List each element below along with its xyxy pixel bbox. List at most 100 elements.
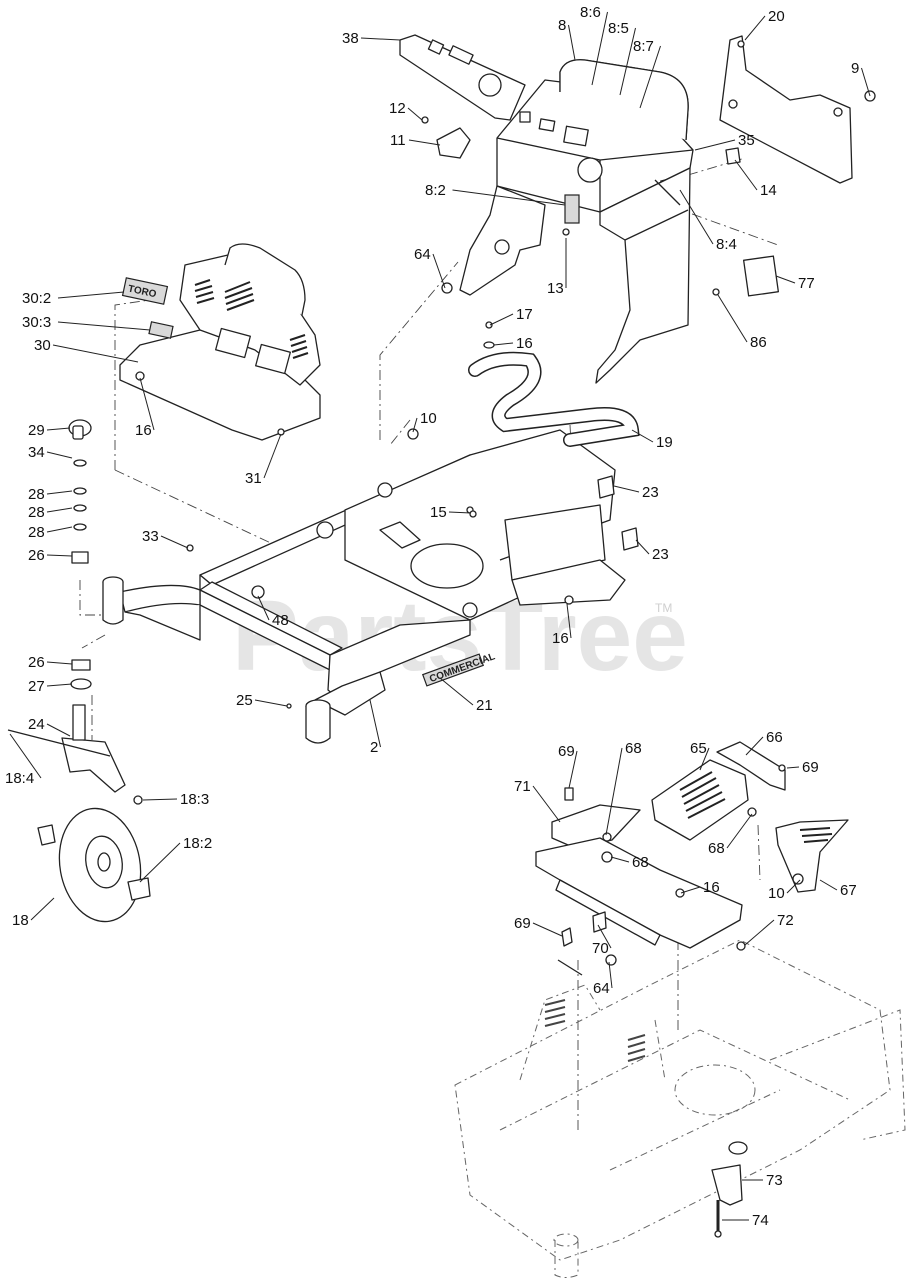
callout-70: 70 <box>592 940 609 957</box>
leader-line <box>263 433 282 479</box>
leader-line <box>142 798 178 801</box>
callout-2: 2 <box>370 739 378 756</box>
main-frame: COMMERCIAL <box>102 429 626 744</box>
watermark-trademark: TM <box>655 601 672 615</box>
callout-77: 77 <box>798 275 815 292</box>
callout-25: 25 <box>236 692 253 709</box>
leader-line <box>448 511 472 514</box>
leader-line <box>46 526 73 533</box>
leader-line <box>439 677 474 706</box>
callout-68: 68 <box>708 840 725 857</box>
callout-8-4: 8:4 <box>716 236 737 253</box>
part-20-bracket <box>719 35 853 184</box>
seat-pan: TORO <box>119 243 321 441</box>
leader-line <box>819 879 838 891</box>
callout-23: 23 <box>652 546 669 563</box>
leader-line <box>591 11 608 86</box>
callout-31: 31 <box>245 470 262 487</box>
leader-line <box>369 699 381 748</box>
callout-8-7: 8:7 <box>633 38 654 55</box>
leader-line <box>734 159 758 191</box>
callout-11: 11 <box>390 132 406 149</box>
leader-line <box>680 886 701 894</box>
callout-30-3: 30:3 <box>22 314 51 331</box>
callout-30-2: 30:2 <box>22 290 51 307</box>
callout-19: 19 <box>656 434 673 451</box>
callout-33: 33 <box>142 528 159 545</box>
callout-72: 72 <box>777 912 794 929</box>
callout-18-4: 18:4 <box>5 770 34 787</box>
leader-line <box>46 683 73 687</box>
leader-line <box>30 897 55 921</box>
callout-68: 68 <box>625 740 642 757</box>
leader-line <box>631 429 654 443</box>
callout-34: 34 <box>28 444 45 461</box>
callout-66: 66 <box>766 729 783 746</box>
leader-line <box>254 699 288 707</box>
callout-67: 67 <box>840 882 857 899</box>
leader-line <box>568 24 576 61</box>
leader-line <box>786 879 801 894</box>
callout-leaders <box>9 11 871 1221</box>
callout-28: 28 <box>28 524 45 541</box>
part-38-decal <box>399 34 526 121</box>
leader-line <box>46 661 73 665</box>
callout-74: 74 <box>752 1212 769 1229</box>
callout-8-2: 8:2 <box>425 182 446 199</box>
callout-64: 64 <box>593 980 610 997</box>
leader-line <box>46 490 73 495</box>
callout-16: 16 <box>552 630 569 647</box>
leader-line <box>619 27 636 96</box>
callout-21: 21 <box>476 697 493 714</box>
leader-line <box>57 291 125 299</box>
callout-69: 69 <box>558 743 575 760</box>
leader-line <box>699 747 710 771</box>
leader-line <box>46 507 73 513</box>
callout-69: 69 <box>802 759 819 776</box>
leader-line <box>610 856 630 863</box>
callout-28: 28 <box>28 504 45 521</box>
callout-35: 35 <box>738 132 755 149</box>
leader-line <box>407 107 423 121</box>
leader-line <box>52 344 139 363</box>
callout-8-5: 8:5 <box>608 20 629 37</box>
leader-line <box>726 813 753 849</box>
callout-8-6: 8:6 <box>580 4 601 21</box>
leader-line <box>257 595 270 621</box>
callout-86: 86 <box>750 334 767 351</box>
callout-26: 26 <box>28 547 45 564</box>
callout-16: 16 <box>135 422 152 439</box>
leader-line <box>46 554 73 557</box>
leader-line <box>139 377 155 431</box>
callout-18: 18 <box>12 912 29 929</box>
callout-69: 69 <box>514 915 531 932</box>
leader-line <box>9 733 42 779</box>
leader-line <box>493 342 514 346</box>
callout-12: 12 <box>389 100 406 117</box>
callout-29: 29 <box>28 422 45 439</box>
leader-line <box>635 539 650 555</box>
callout-17: 17 <box>516 306 533 323</box>
leader-line <box>360 37 401 41</box>
leader-line <box>489 313 514 326</box>
callout-10: 10 <box>420 410 437 427</box>
leader-line <box>566 603 572 639</box>
callout-65: 65 <box>690 740 707 757</box>
callout-30: 30 <box>34 337 51 354</box>
leader-line <box>46 451 73 459</box>
callout-27: 27 <box>28 678 45 695</box>
leader-line <box>639 45 661 109</box>
bumpers-23 <box>407 428 639 551</box>
callout-68: 68 <box>632 854 649 871</box>
callout-28: 28 <box>28 486 45 503</box>
leader-line <box>717 294 748 343</box>
leader-line <box>694 139 736 151</box>
part-19-handle <box>468 321 640 447</box>
leader-line <box>775 275 796 284</box>
leader-line <box>605 747 623 836</box>
leader-line <box>139 842 181 883</box>
leader-line <box>861 67 871 97</box>
leader-line <box>452 189 566 206</box>
